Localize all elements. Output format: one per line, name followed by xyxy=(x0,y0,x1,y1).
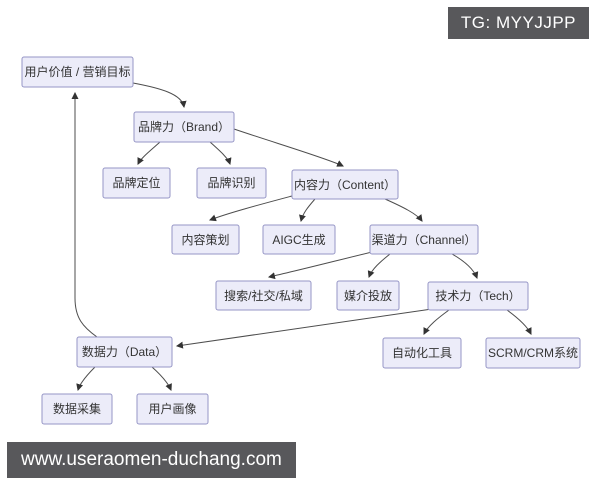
node-data-collection-label: 数据采集 xyxy=(53,401,101,416)
node-tech-label: 技术力（Tech） xyxy=(435,289,520,303)
edge-data-user-persona xyxy=(151,366,172,391)
node-content: 内容力（Content） xyxy=(291,169,399,200)
node-brand-identity-label: 品牌识别 xyxy=(207,176,255,190)
node-channel: 渠道力（Channel） xyxy=(369,224,479,255)
edge-layer xyxy=(71,82,532,392)
edge-tech-automation-tools xyxy=(423,309,450,335)
node-scrm-crm-label: SCRM/CRM系统 xyxy=(488,346,578,360)
node-search-social-private-label: 搜索/社交/私域 xyxy=(224,288,303,303)
edge-brand-brand-identity xyxy=(209,141,232,165)
edge-tech-scrm xyxy=(506,309,532,335)
edge-data-data-collection xyxy=(76,366,96,392)
node-search-social-private: 搜索/社交/私域 xyxy=(215,280,312,311)
edge-brand-content xyxy=(233,128,344,167)
edge-channel-search-social xyxy=(267,251,373,280)
node-automation-tools-label: 自动化工具 xyxy=(392,346,452,360)
website-watermark: www.useraomen-duchang.com xyxy=(7,442,296,478)
node-tech: 技术力（Tech） xyxy=(427,281,529,311)
node-channel-label: 渠道力（Channel） xyxy=(372,233,477,247)
edge-channel-media-buying xyxy=(367,253,391,278)
telegram-badge-text: TG: MYYJJPP xyxy=(460,13,576,32)
node-content-planning: 内容策划 xyxy=(171,224,240,255)
website-watermark-text: www.useraomen-duchang.com xyxy=(21,449,282,470)
edge-content-content-planning xyxy=(209,195,293,222)
telegram-badge: TG: MYYJJPP xyxy=(447,7,589,39)
node-data-collection: 数据采集 xyxy=(41,393,113,425)
node-user-value-label: 用户价值 / 营销目标 xyxy=(24,64,130,79)
node-scrm-crm: SCRM/CRM系统 xyxy=(485,337,581,369)
node-aigc-generation-label: AIGC生成 xyxy=(272,233,325,247)
node-brand-positioning-label: 品牌定位 xyxy=(112,175,160,190)
node-user-persona: 用户画像 xyxy=(136,393,209,425)
node-user-persona-label: 用户画像 xyxy=(148,401,196,416)
node-brand-positioning: 品牌定位 xyxy=(102,167,171,199)
edge-content-channel xyxy=(384,198,423,222)
node-data: 数据力（Data） xyxy=(76,336,173,368)
node-brand: 品牌力（Brand） xyxy=(133,111,235,143)
node-user-value: 用户价值 / 营销目标 xyxy=(21,56,134,88)
node-media-buying: 媒介投放 xyxy=(336,280,400,311)
edge-user-value-brand xyxy=(132,82,187,109)
node-brand-identity: 品牌识别 xyxy=(196,167,267,199)
node-media-buying-label: 媒介投放 xyxy=(344,288,392,303)
node-content-label: 内容力（Content） xyxy=(294,177,396,192)
edge-brand-brand-positioning xyxy=(137,141,161,165)
node-content-planning-label: 内容策划 xyxy=(181,232,229,247)
edge-tech-data xyxy=(175,308,433,349)
node-aigc-generation: AIGC生成 xyxy=(262,224,336,255)
node-automation-tools: 自动化工具 xyxy=(382,337,462,369)
node-data-label: 数据力（Data） xyxy=(82,344,167,359)
edge-channel-tech xyxy=(451,253,479,279)
edge-data-user-value xyxy=(71,91,98,338)
node-layer: 用户价值 / 营销目标 品牌力（Brand） 品牌定位 品牌识别 内容力（Con… xyxy=(21,56,581,425)
edge-content-aigc xyxy=(299,198,316,223)
node-brand-label: 品牌力（Brand） xyxy=(138,120,230,134)
